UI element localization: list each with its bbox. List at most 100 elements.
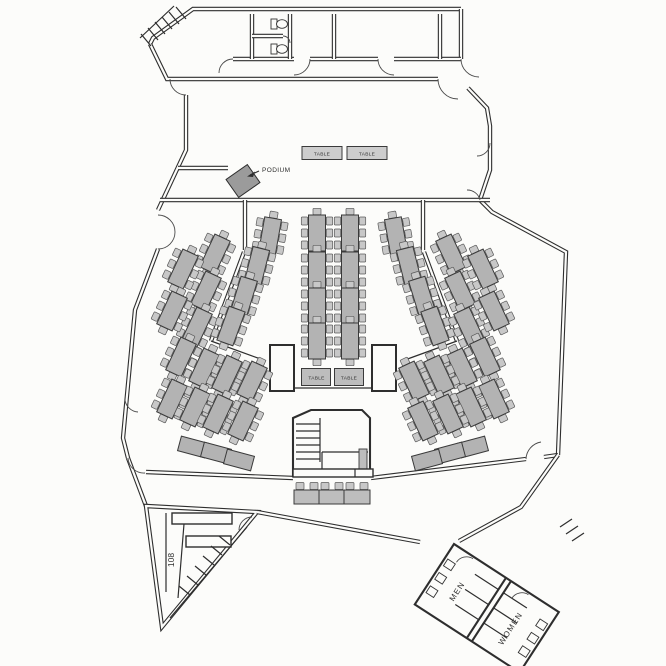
chair bbox=[312, 244, 322, 253]
stair-room-outline bbox=[291, 408, 372, 478]
chair bbox=[381, 245, 390, 255]
chair bbox=[333, 313, 342, 323]
chair bbox=[489, 258, 499, 269]
chair bbox=[358, 313, 367, 323]
chair bbox=[254, 410, 265, 421]
chair bbox=[468, 357, 478, 368]
chair bbox=[216, 353, 226, 364]
chair bbox=[434, 421, 445, 432]
banquet-table-top bbox=[435, 233, 467, 275]
chair bbox=[188, 357, 198, 368]
chair bbox=[227, 410, 237, 421]
banquet-table bbox=[461, 244, 505, 294]
chair bbox=[452, 232, 462, 243]
chair bbox=[345, 482, 355, 490]
chair bbox=[345, 244, 355, 253]
door-arc bbox=[456, 556, 474, 563]
chair bbox=[325, 277, 334, 287]
head-table-1-label: TABLE bbox=[314, 152, 330, 158]
labels-layer: PODIUM TABLE TABLE TABLE TABLE 108 bbox=[166, 152, 375, 568]
chair bbox=[312, 315, 322, 324]
chair bbox=[325, 289, 334, 299]
chair bbox=[457, 243, 467, 254]
chair bbox=[234, 336, 244, 347]
chair bbox=[358, 216, 367, 226]
chair bbox=[429, 287, 439, 298]
toilet-bowl bbox=[276, 44, 288, 54]
chair bbox=[438, 280, 449, 291]
wall-details bbox=[124, 5, 585, 619]
annex-stairs-hatch bbox=[169, 526, 248, 619]
chair bbox=[412, 432, 422, 443]
chair bbox=[486, 335, 496, 346]
chair bbox=[170, 335, 180, 346]
chair bbox=[345, 280, 355, 289]
chair bbox=[450, 375, 461, 386]
chair bbox=[255, 217, 264, 227]
wall-stage-back bbox=[148, 43, 438, 82]
chair bbox=[212, 291, 222, 302]
chair bbox=[454, 403, 464, 414]
chair bbox=[389, 252, 399, 263]
chair bbox=[392, 370, 403, 381]
chair bbox=[300, 336, 309, 346]
partition-right-return bbox=[401, 340, 458, 362]
chair bbox=[226, 243, 237, 254]
registration-table-top bbox=[343, 489, 371, 505]
chair bbox=[405, 294, 415, 305]
banquet-table-top bbox=[423, 354, 455, 396]
chair bbox=[345, 207, 355, 216]
door-arc bbox=[525, 441, 542, 460]
chair bbox=[231, 276, 240, 286]
chair bbox=[402, 217, 411, 227]
chair bbox=[447, 316, 458, 327]
chair bbox=[359, 482, 369, 490]
annex-bar-1 bbox=[171, 512, 233, 525]
chair bbox=[398, 381, 408, 392]
chair bbox=[333, 324, 342, 334]
chair bbox=[500, 388, 510, 399]
chair bbox=[458, 338, 468, 349]
banquet-table-top bbox=[236, 360, 268, 402]
door-arc bbox=[124, 399, 139, 413]
door-arc bbox=[282, 35, 291, 44]
chair bbox=[426, 276, 435, 286]
chair bbox=[463, 346, 473, 357]
banquet-table-top bbox=[167, 248, 199, 290]
door-arc bbox=[460, 58, 480, 78]
chair bbox=[196, 414, 207, 425]
chair bbox=[333, 289, 342, 299]
chair bbox=[183, 300, 194, 311]
chair bbox=[325, 313, 334, 323]
chair bbox=[325, 348, 334, 358]
chair bbox=[309, 482, 319, 490]
chair bbox=[184, 280, 194, 291]
chair bbox=[242, 314, 252, 324]
chair bbox=[173, 322, 183, 333]
chair bbox=[300, 277, 309, 287]
head-table bbox=[301, 146, 343, 160]
door-arc bbox=[169, 78, 187, 96]
restroom-fixture bbox=[425, 585, 439, 599]
chair bbox=[249, 421, 259, 432]
chair bbox=[300, 324, 309, 334]
chair bbox=[312, 207, 322, 216]
chair bbox=[159, 357, 170, 368]
chair bbox=[325, 265, 334, 275]
chair bbox=[325, 216, 334, 226]
chair bbox=[221, 254, 231, 265]
chair bbox=[477, 396, 487, 407]
chair bbox=[333, 253, 342, 263]
chair bbox=[415, 359, 425, 370]
chair bbox=[449, 392, 459, 403]
banquet-table bbox=[300, 280, 334, 332]
chair bbox=[179, 396, 189, 407]
room-108-label: 108 bbox=[166, 553, 176, 567]
chair bbox=[420, 370, 430, 381]
chair bbox=[300, 289, 309, 299]
restroom-fixture bbox=[526, 631, 540, 645]
banquet-table-top bbox=[432, 393, 464, 435]
chair bbox=[161, 377, 171, 388]
chair bbox=[218, 305, 228, 316]
chair bbox=[358, 253, 367, 263]
